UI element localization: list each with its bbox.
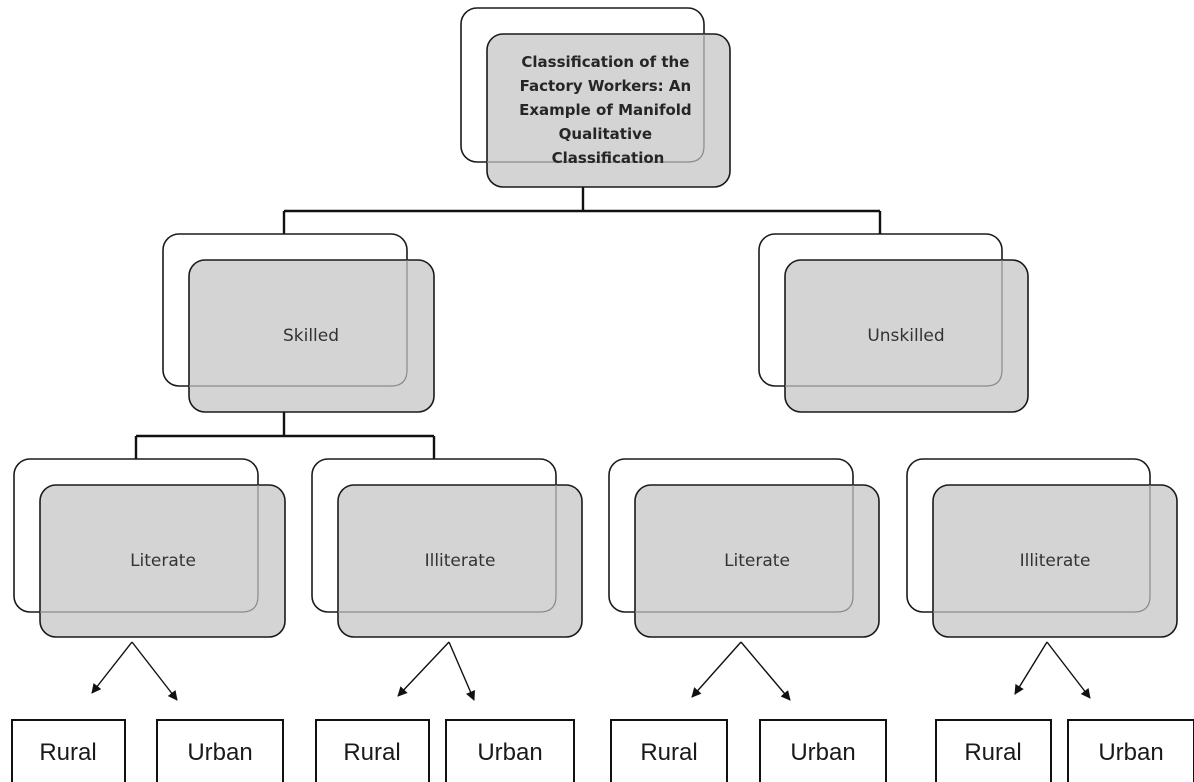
root-label-line: Classification of the bbox=[521, 53, 689, 71]
skilled-label: Skilled bbox=[283, 326, 339, 346]
skilled-node: Skilled bbox=[162, 233, 435, 413]
leaf-nodes: Rural Urban Rural Urban Rural Urban Rura… bbox=[11, 719, 1194, 782]
root-label-line: Classification bbox=[552, 149, 665, 167]
leaf-box: Urban bbox=[156, 719, 284, 782]
arrow bbox=[91, 641, 133, 694]
leaf-box: Urban bbox=[1067, 719, 1194, 782]
root-label-line: Example of Manifold bbox=[519, 101, 692, 119]
leaf-box: Urban bbox=[759, 719, 887, 782]
root-to-level1-connector bbox=[282, 186, 882, 260]
leaf-box: Urban bbox=[445, 719, 575, 782]
arrow bbox=[448, 641, 476, 701]
arrow bbox=[397, 641, 450, 697]
leaf-label: Rural bbox=[39, 739, 96, 766]
arrow bbox=[131, 641, 178, 701]
unskilled-literate-label: Literate bbox=[724, 551, 790, 571]
skilled-illiterate-label: Illiterate bbox=[425, 551, 496, 571]
root-label-line: Factory Workers: An bbox=[520, 77, 692, 95]
unskilled-node: Unskilled bbox=[758, 233, 1029, 413]
leaf-label: Rural bbox=[640, 739, 697, 766]
skilled-to-level2-connector bbox=[134, 412, 436, 486]
leaf-label: Urban bbox=[790, 739, 855, 766]
unskilled-literate-node: Literate bbox=[608, 458, 880, 638]
leaf-label: Rural bbox=[343, 739, 400, 766]
leaf-box: Rural bbox=[11, 719, 126, 782]
leaf-label: Urban bbox=[187, 739, 252, 766]
arrow bbox=[740, 641, 791, 701]
leaf-label: Urban bbox=[477, 739, 542, 766]
leaf-box: Rural bbox=[315, 719, 430, 782]
skilled-illiterate-node: Illiterate bbox=[311, 458, 583, 638]
leaf-box: Rural bbox=[610, 719, 728, 782]
arrow bbox=[1014, 641, 1048, 695]
unskilled-label: Unskilled bbox=[867, 326, 944, 346]
skilled-literate-label: Literate bbox=[130, 551, 196, 571]
arrow bbox=[1046, 641, 1091, 699]
arrows bbox=[91, 641, 1091, 701]
root-node: Classification of the Factory Workers: A… bbox=[460, 7, 731, 188]
leaf-box: Rural bbox=[935, 719, 1052, 782]
arrow bbox=[691, 641, 742, 698]
root-label-line: Qualitative bbox=[559, 125, 652, 143]
leaf-label: Rural bbox=[964, 739, 1021, 766]
unskilled-illiterate-node: Illiterate bbox=[906, 458, 1178, 638]
skilled-literate-node: Literate bbox=[13, 458, 286, 638]
leaf-label: Urban bbox=[1098, 739, 1163, 766]
root-label: Classification of the Factory Workers: A… bbox=[519, 53, 697, 167]
connectors bbox=[134, 186, 882, 486]
unskilled-illiterate-label: Illiterate bbox=[1020, 551, 1091, 571]
